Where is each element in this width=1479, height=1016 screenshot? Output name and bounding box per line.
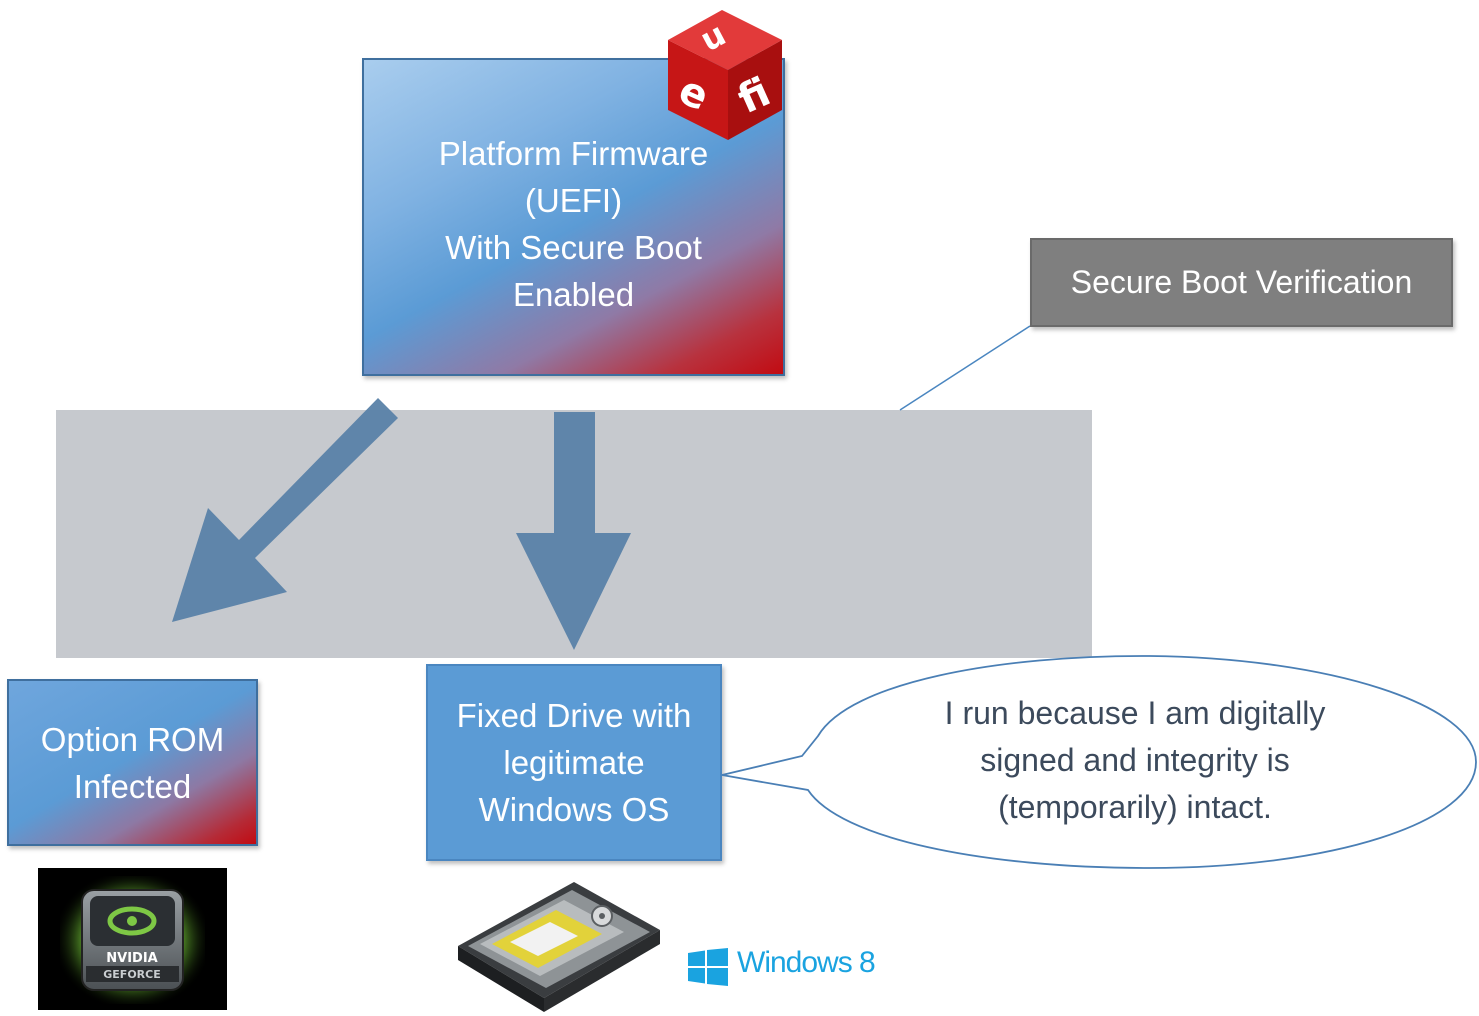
callout-line (899, 325, 1031, 411)
fixed-drive-line: Fixed Drive with (456, 697, 692, 734)
windows-logo-icon (688, 948, 728, 986)
fixed-drive-line: legitimate (503, 744, 645, 781)
speech-line: signed and integrity is (980, 742, 1290, 778)
nvidia-geforce-logo: NVIDIA GEFORCE (38, 868, 227, 1010)
arrow-to-option-rom (172, 398, 398, 622)
option-rom-line: Infected (73, 767, 192, 805)
firmware-line: Platform Firmware (438, 135, 709, 172)
nvidia-badge-icon: NVIDIA GEFORCE (60, 876, 205, 1004)
speech-line: I run because I am digitally (944, 695, 1326, 731)
option-rom-line: Option ROM (40, 720, 225, 758)
speech-bubble-outline (721, 655, 1477, 869)
firmware-line: (UEFI) (524, 182, 623, 219)
secure-boot-verification-label: Secure Boot Verification (1030, 238, 1453, 327)
option-rom-box: Option ROM Infected (7, 679, 258, 846)
firmware-line: Enabled (512, 276, 635, 313)
fixed-drive-line: Windows OS (478, 791, 670, 828)
arrow-to-drive (516, 412, 631, 650)
speech-line: (temporarily) intact. (998, 789, 1272, 825)
hard-drive-icon (458, 882, 660, 1012)
speech-bubble-text: I run because I am digitally signed and … (880, 690, 1390, 831)
firmware-line: With Secure Boot (445, 229, 702, 266)
platform-firmware-text: Platform Firmware (UEFI) With Secure Boo… (439, 130, 709, 318)
nvidia-brand-text: NVIDIA (106, 951, 157, 966)
fixed-drive-box: Fixed Drive with legitimate Windows OS (426, 664, 722, 861)
uefi-logo-icon: u e fi (668, 10, 782, 140)
nvidia-product-text: GEFORCE (103, 968, 160, 981)
windows-8-label: Windows 8 (737, 946, 876, 979)
